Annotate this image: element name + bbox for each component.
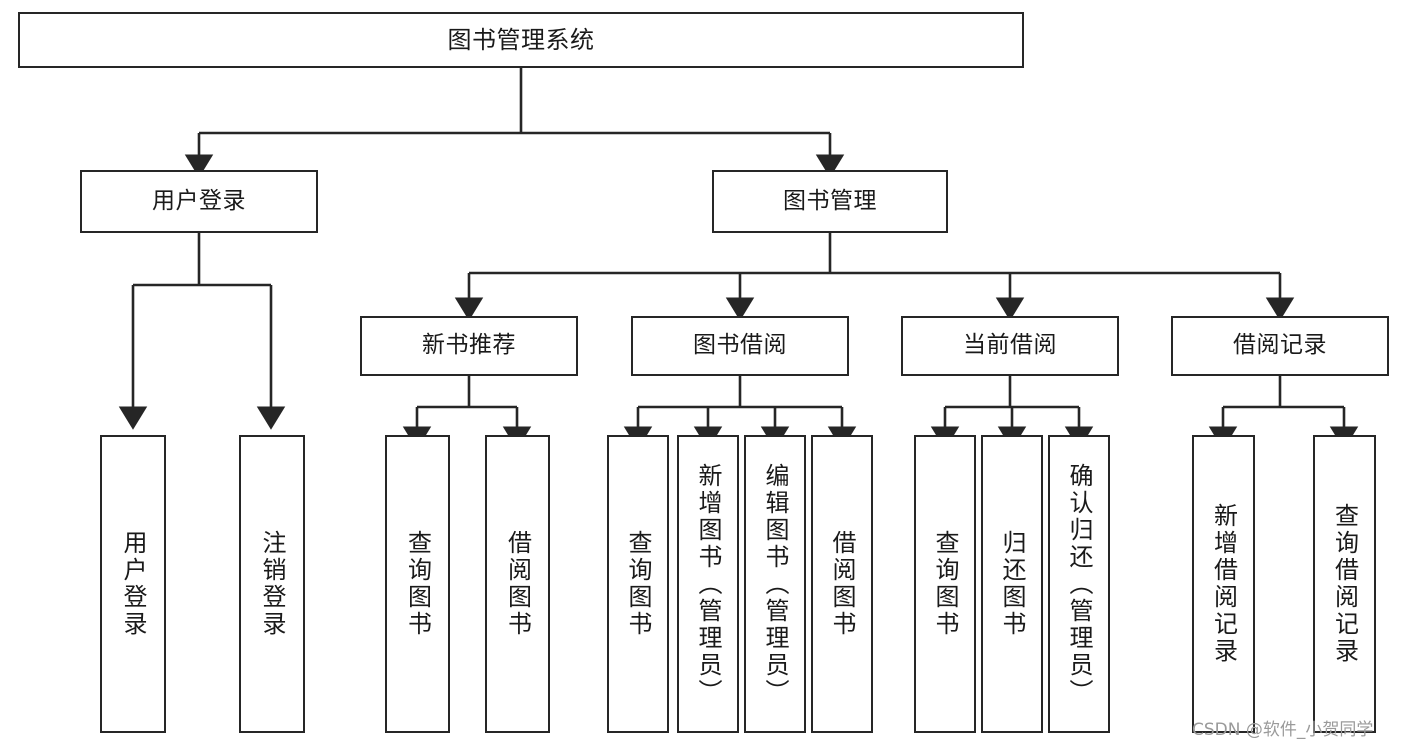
node-leaf-user-login[interactable]: 用户登录 bbox=[100, 435, 166, 733]
node-label: 新增图书（管理员） bbox=[694, 462, 722, 706]
node-leaf-query-book-2[interactable]: 查询图书 bbox=[607, 435, 669, 733]
node-leaf-query-borrow-record[interactable]: 查询借阅记录 bbox=[1313, 435, 1376, 733]
node-label: 查询图书 bbox=[403, 530, 432, 638]
node-label: 新增借阅记录 bbox=[1209, 503, 1238, 665]
node-label: 注销登录 bbox=[258, 530, 286, 638]
node-leaf-borrow-book-1[interactable]: 借阅图书 bbox=[485, 435, 550, 733]
node-book-borrow[interactable]: 图书借阅 bbox=[631, 316, 849, 376]
node-leaf-add-borrow-record[interactable]: 新增借阅记录 bbox=[1192, 435, 1255, 733]
node-label: 图书管理 bbox=[783, 187, 877, 214]
node-leaf-return-book[interactable]: 归还图书 bbox=[981, 435, 1043, 733]
node-label: 用户登录 bbox=[119, 530, 147, 638]
node-label: 查询借阅记录 bbox=[1330, 503, 1359, 665]
node-leaf-logout[interactable]: 注销登录 bbox=[239, 435, 305, 733]
node-label: 当前借阅 bbox=[963, 332, 1057, 359]
node-label: 图书管理系统 bbox=[447, 25, 595, 54]
node-label: 查询图书 bbox=[624, 530, 652, 638]
node-user-login[interactable]: 用户登录 bbox=[80, 170, 318, 233]
node-label: 借阅图书 bbox=[828, 530, 856, 638]
node-label: 编辑图书（管理员） bbox=[761, 462, 789, 706]
node-leaf-add-book-admin[interactable]: 新增图书（管理员） bbox=[677, 435, 739, 733]
node-root-system[interactable]: 图书管理系统 bbox=[18, 12, 1024, 68]
node-book-manage[interactable]: 图书管理 bbox=[712, 170, 948, 233]
node-label: 查询图书 bbox=[931, 530, 959, 638]
node-label: 确认归还（管理员） bbox=[1065, 462, 1093, 706]
node-leaf-query-book-3[interactable]: 查询图书 bbox=[914, 435, 976, 733]
node-leaf-query-book-1[interactable]: 查询图书 bbox=[385, 435, 450, 733]
node-label: 用户登录 bbox=[152, 187, 246, 214]
node-label: 新书推荐 bbox=[422, 332, 516, 359]
csdn-watermark: CSDN @软件_小贺同学 bbox=[1192, 720, 1374, 740]
node-label: 归还图书 bbox=[998, 530, 1026, 638]
node-leaf-borrow-book-2[interactable]: 借阅图书 bbox=[811, 435, 873, 733]
node-label: 图书借阅 bbox=[693, 332, 787, 359]
node-current-borrow[interactable]: 当前借阅 bbox=[901, 316, 1119, 376]
node-label: 借阅记录 bbox=[1233, 332, 1327, 359]
node-leaf-edit-book-admin[interactable]: 编辑图书（管理员） bbox=[744, 435, 806, 733]
node-new-book-recommend[interactable]: 新书推荐 bbox=[360, 316, 578, 376]
node-label: 借阅图书 bbox=[503, 530, 532, 638]
node-borrow-record[interactable]: 借阅记录 bbox=[1171, 316, 1389, 376]
node-leaf-confirm-return-admin[interactable]: 确认归还（管理员） bbox=[1048, 435, 1110, 733]
